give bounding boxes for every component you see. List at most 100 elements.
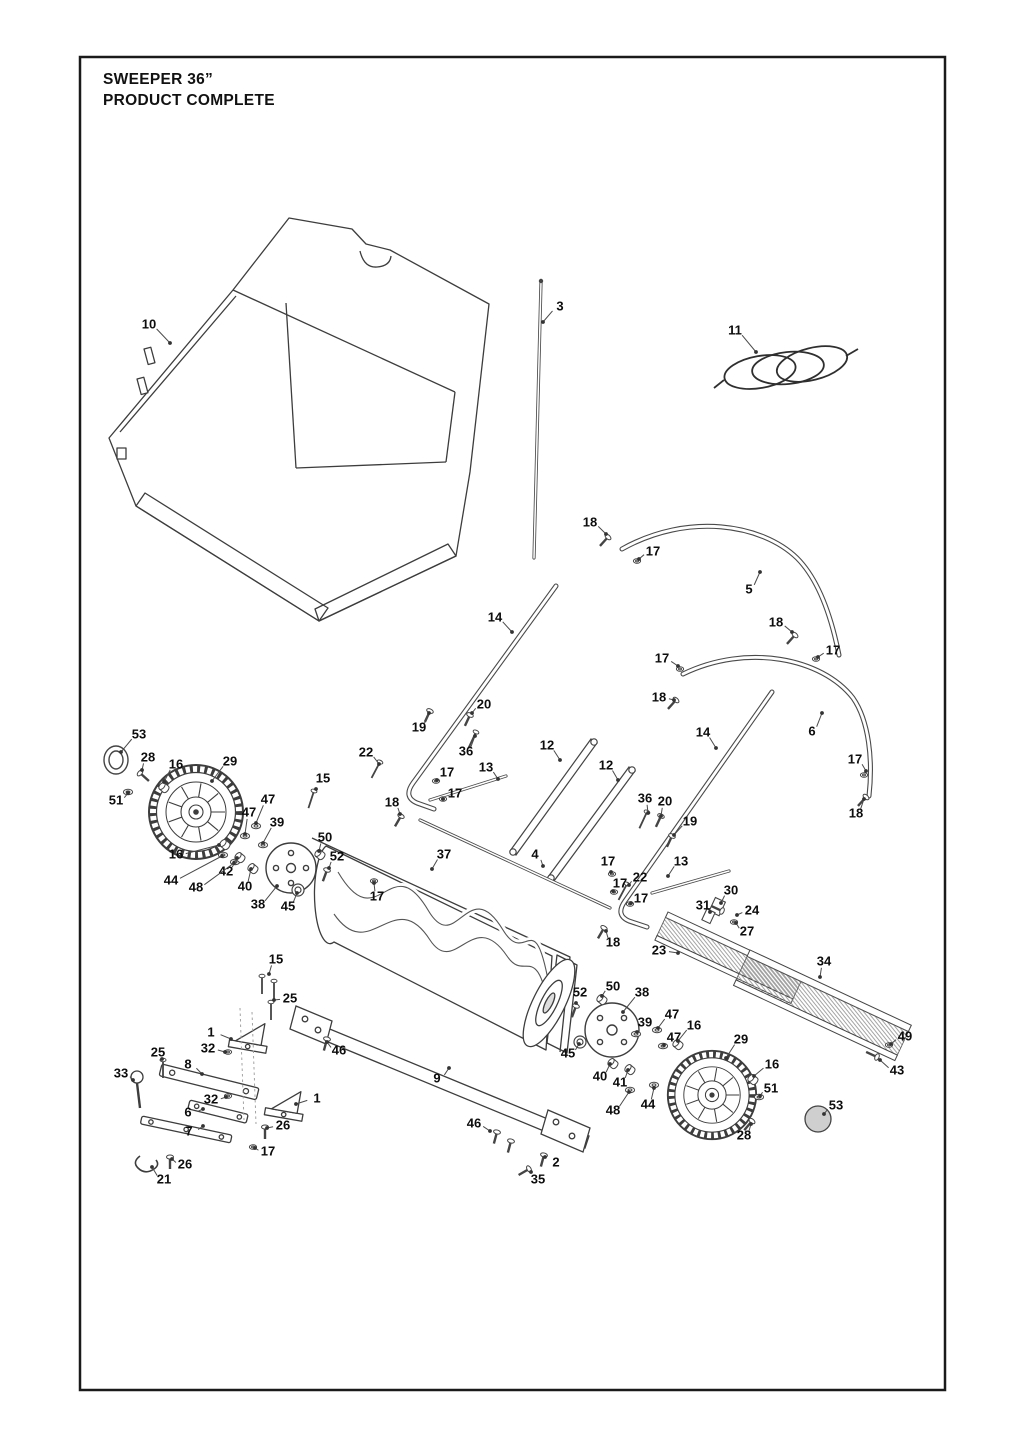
handle-tube-upper xyxy=(619,523,842,658)
part-callout-17: 17 xyxy=(448,785,462,800)
part-callout-44: 44 xyxy=(164,872,179,887)
part-callout-22: 22 xyxy=(359,744,373,759)
part-callout-48: 48 xyxy=(189,879,203,894)
part-callout-25: 25 xyxy=(151,1044,165,1059)
part-callout-9: 9 xyxy=(433,1070,440,1085)
part-callout-4: 4 xyxy=(531,846,539,861)
part-callout-28: 28 xyxy=(141,749,155,764)
part-callout-2: 2 xyxy=(552,1154,559,1169)
part-callout-49: 49 xyxy=(898,1028,912,1043)
part-callout-18: 18 xyxy=(849,805,863,820)
part-callout-47: 47 xyxy=(242,804,256,819)
lower-frame-bar xyxy=(289,1005,591,1153)
part-callout-30: 30 xyxy=(724,882,738,897)
page-title-line2: PRODUCT COMPLETE xyxy=(103,92,275,109)
part-callout-17: 17 xyxy=(848,751,862,766)
part-callout-35: 35 xyxy=(531,1171,545,1186)
bearing-right xyxy=(573,1035,587,1049)
part-callout-13: 13 xyxy=(674,853,688,868)
part-callout-20: 20 xyxy=(658,793,672,808)
part-callout-17: 17 xyxy=(370,888,384,903)
part-callout-38: 38 xyxy=(635,984,649,999)
part-callout-41: 41 xyxy=(613,1074,627,1089)
part-callout-26: 26 xyxy=(178,1156,192,1171)
part-callout-20: 20 xyxy=(477,696,491,711)
part-callout-37: 37 xyxy=(437,846,451,861)
part-callout-18: 18 xyxy=(769,614,783,629)
part-callout-48: 48 xyxy=(606,1102,620,1117)
part-callout-29: 29 xyxy=(223,753,237,768)
part-callout-1: 1 xyxy=(313,1090,320,1105)
part-callout-14: 14 xyxy=(696,724,711,739)
part-callout-13: 13 xyxy=(479,759,493,774)
part-callout-40: 40 xyxy=(238,878,252,893)
part-callout-25: 25 xyxy=(283,990,297,1005)
part-callout-17: 17 xyxy=(655,650,669,665)
part-callout-3: 3 xyxy=(556,298,563,313)
part-callout-27: 27 xyxy=(740,923,754,938)
part-callout-18: 18 xyxy=(583,514,597,529)
part-callout-51: 51 xyxy=(109,792,123,807)
part-callout-11: 11 xyxy=(728,322,742,337)
part-callout-36: 36 xyxy=(638,790,652,805)
part-callout-40: 40 xyxy=(593,1068,607,1083)
part-callout-14: 14 xyxy=(488,609,503,624)
part-callout-19: 19 xyxy=(412,719,426,734)
part-callout-26: 26 xyxy=(276,1117,290,1132)
part-callout-18: 18 xyxy=(606,934,620,949)
part-callout-34: 34 xyxy=(817,953,832,968)
handle-tube-lower xyxy=(680,655,873,799)
part-callout-38: 38 xyxy=(251,896,265,911)
part-callout-53: 53 xyxy=(829,1097,843,1112)
drive-disc-left xyxy=(265,842,317,894)
page-title-line1: SWEEPER 36” xyxy=(103,71,213,88)
handle-side-tube-left xyxy=(406,583,559,812)
part-callout-33: 33 xyxy=(114,1065,128,1080)
part-callout-50: 50 xyxy=(606,978,620,993)
part-callout-31: 31 xyxy=(696,897,710,912)
part-callout-23: 23 xyxy=(652,942,666,957)
part-callout-50: 50 xyxy=(318,829,332,844)
support-rod xyxy=(532,278,544,560)
part-callout-42: 42 xyxy=(219,863,233,878)
part-callout-32: 32 xyxy=(204,1091,218,1106)
left-frame-parts xyxy=(130,1007,304,1173)
part-callout-36: 36 xyxy=(459,743,473,758)
part-callout-12: 12 xyxy=(540,737,554,752)
part-callout-19: 19 xyxy=(683,813,697,828)
part-callout-32: 32 xyxy=(201,1040,215,1055)
part-callout-29: 29 xyxy=(734,1031,748,1046)
part-callout-46: 46 xyxy=(467,1115,481,1130)
link-rods xyxy=(418,774,731,910)
part-callout-16: 16 xyxy=(169,846,183,861)
part-callout-16: 16 xyxy=(169,756,183,771)
drive-disc-right xyxy=(584,1002,640,1058)
part-callout-43: 43 xyxy=(890,1062,904,1077)
part-callout-7: 7 xyxy=(185,1123,192,1138)
part-callout-17: 17 xyxy=(613,875,627,890)
part-callout-6: 6 xyxy=(808,723,815,738)
part-callout-17: 17 xyxy=(261,1143,275,1158)
part-callout-45: 45 xyxy=(561,1045,575,1060)
part-callout-17: 17 xyxy=(440,764,454,779)
part-callout-51: 51 xyxy=(764,1080,778,1095)
part-callout-18: 18 xyxy=(652,689,666,704)
part-callout-24: 24 xyxy=(745,902,760,917)
part-callout-21: 21 xyxy=(157,1171,171,1186)
part-callout-10: 10 xyxy=(142,316,156,331)
brush-strip-34 xyxy=(732,949,912,1062)
part-callout-53: 53 xyxy=(132,726,146,741)
part-callout-12: 12 xyxy=(599,757,613,772)
part-callout-8: 8 xyxy=(184,1056,191,1071)
part-callout-17: 17 xyxy=(646,543,660,558)
part-callout-46: 46 xyxy=(332,1042,346,1057)
hopper-bag xyxy=(108,217,490,622)
cable-coil xyxy=(713,345,859,390)
part-callout-39: 39 xyxy=(638,1014,652,1029)
part-callout-6: 6 xyxy=(184,1104,191,1119)
part-callout-47: 47 xyxy=(261,791,275,806)
brush-drum xyxy=(311,837,578,1054)
part-callout-17: 17 xyxy=(826,642,840,657)
part-callout-15: 15 xyxy=(269,951,283,966)
